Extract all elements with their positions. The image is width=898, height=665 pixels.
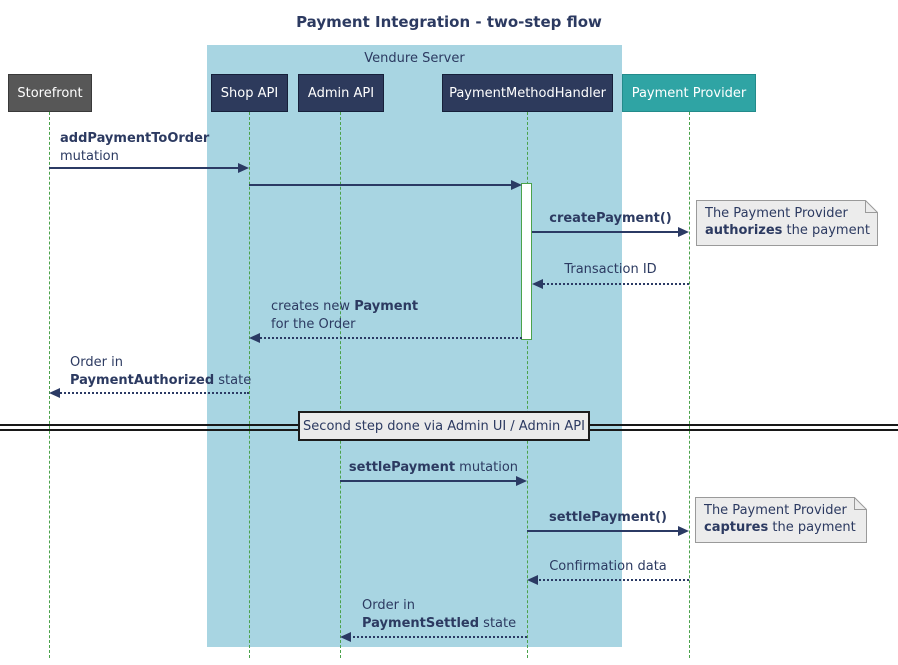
arrow-transaction-id	[540, 283, 689, 285]
note-authorizes-line1: The Payment Provider	[705, 206, 848, 221]
arrow-confirmation	[535, 579, 689, 581]
divider-label: Second step done via Admin UI / Admin AP…	[303, 418, 585, 434]
lifeline-admin-api	[340, 112, 341, 658]
message-transaction-id-label: Transaction ID	[564, 262, 657, 277]
note-captures	[695, 497, 867, 543]
participant-payment-method-handler-label: PaymentMethodHandler	[449, 85, 606, 101]
activation-bar-payment-method-handler	[521, 183, 532, 340]
message-order-settled-line1: Order in	[362, 598, 415, 613]
arrowhead-confirmation	[527, 575, 538, 585]
message-confirmation-label: Confirmation data	[549, 559, 667, 574]
participant-shop-api: Shop API	[211, 74, 288, 112]
lifeline-payment-provider	[689, 112, 690, 658]
arrowhead-shop-to-handler	[511, 180, 522, 190]
message-add-payment-label: addPaymentToOrder mutation	[60, 130, 209, 166]
vendure-server-group-box	[207, 45, 622, 647]
message-add-payment-line1: addPaymentToOrder	[60, 131, 210, 146]
message-creates-payment-line2: for the Order	[271, 317, 356, 332]
message-order-authorized-line2: PaymentAuthorized state	[70, 373, 252, 388]
message-order-settled-line2: PaymentSettled state	[362, 616, 517, 631]
note-authorizes-text: The Payment Provider authorizes the paym…	[705, 205, 870, 239]
note-captures-line1: The Payment Provider	[704, 503, 847, 518]
arrow-settle-mutation	[340, 480, 517, 482]
arrowhead-transaction-id	[532, 279, 543, 289]
arrow-settle-call	[527, 530, 684, 532]
lifeline-storefront	[49, 112, 50, 658]
note-captures-line2: captures the payment	[704, 520, 856, 535]
lifeline-shop-api	[249, 112, 250, 658]
diagram-title: Payment Integration - two-step flow	[296, 13, 602, 31]
lifeline-payment-method-handler	[527, 112, 528, 658]
arrow-create-payment	[532, 231, 684, 233]
arrow-add-payment	[49, 167, 244, 169]
participant-storefront: Storefront	[8, 74, 92, 112]
arrow-order-authorized	[57, 392, 249, 394]
arrow-shop-to-handler	[249, 184, 512, 186]
participant-payment-provider-label: Payment Provider	[631, 85, 747, 101]
participant-admin-api-label: Admin API	[307, 85, 375, 101]
message-order-authorized-line1: Order in	[70, 355, 123, 370]
participant-payment-provider: Payment Provider	[622, 74, 756, 112]
note-authorizes	[696, 200, 878, 246]
vendure-server-group-label: Vendure Server	[364, 51, 465, 66]
message-creates-payment-line1: creates new Payment	[271, 299, 419, 314]
arrowhead-order-authorized	[49, 388, 60, 398]
message-settle-call-label: settlePayment()	[549, 510, 667, 525]
note-authorizes-line2: authorizes the payment	[705, 223, 870, 238]
note-captures-text: The Payment Provider captures the paymen…	[704, 502, 856, 536]
message-settle-mutation-label: settlePayment mutation	[348, 460, 519, 475]
message-order-authorized-label: Order in PaymentAuthorized state	[70, 354, 251, 390]
participant-payment-method-handler: PaymentMethodHandler	[442, 74, 613, 112]
participant-admin-api: Admin API	[298, 74, 384, 112]
participant-storefront-label: Storefront	[17, 85, 83, 101]
arrow-creates-payment	[257, 337, 522, 339]
divider-box: Second step done via Admin UI / Admin AP…	[298, 411, 590, 441]
message-add-payment-line2: mutation	[60, 149, 119, 164]
arrowhead-order-settled	[340, 632, 351, 642]
message-order-settled-label: Order in PaymentSettled state	[362, 597, 516, 633]
arrow-order-settled	[348, 636, 527, 638]
arrowhead-settle-mutation	[516, 476, 527, 486]
participant-shop-api-label: Shop API	[220, 85, 279, 101]
message-create-payment-label: createPayment()	[549, 211, 672, 226]
arrowhead-settle-call	[678, 526, 689, 536]
arrowhead-add-payment	[238, 163, 249, 173]
arrowhead-create-payment	[678, 227, 689, 237]
message-creates-payment-label: creates new Payment for the Order	[271, 298, 418, 334]
arrowhead-creates-payment	[249, 333, 260, 343]
